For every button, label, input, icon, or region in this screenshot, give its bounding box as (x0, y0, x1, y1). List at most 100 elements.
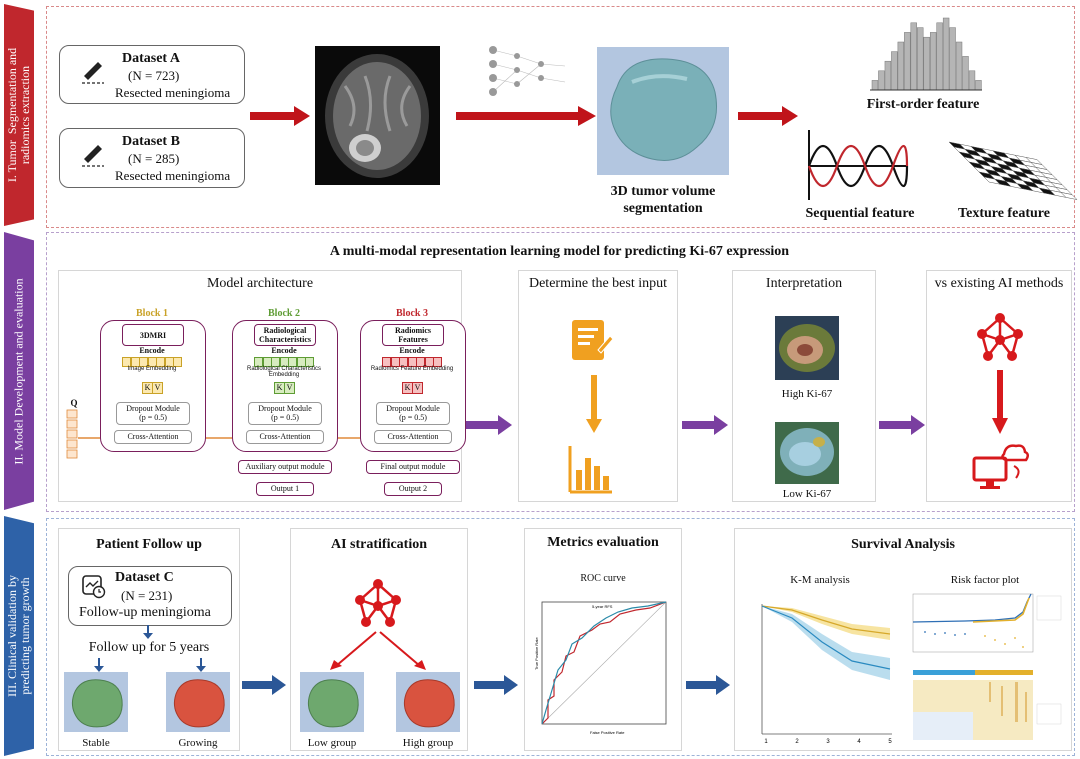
histogram-bar (929, 32, 937, 91)
segmentation-label: 3D tumor volume segmentation (610, 184, 716, 216)
arrow-down-icon (196, 658, 206, 672)
risk-factor-chart (912, 593, 1062, 740)
dataset-b-box: Dataset B (N = 285) Resected meningioma (59, 128, 245, 188)
roc-title: ROC curve (580, 573, 626, 584)
dropout-module: Dropout Module (p = 0.5) (376, 402, 450, 425)
dataset-a-name: Dataset A (122, 51, 180, 66)
checkerboard-icon (948, 141, 1078, 201)
histogram-bar (891, 51, 898, 91)
arrow-down-icon (586, 375, 602, 433)
document-edit-icon (572, 320, 614, 360)
embedding-cell (305, 357, 314, 367)
low-ki67-heatmap-image (775, 422, 839, 484)
histogram-chart (870, 17, 982, 91)
output-box: Output 1 (256, 482, 314, 496)
interpretation-title: Interpretation (765, 276, 843, 291)
mri-image (315, 46, 440, 185)
arrow-right-icon (466, 415, 512, 435)
km-x-tick: 4 (857, 739, 861, 745)
dataset-c-n: (N = 231) (121, 588, 173, 603)
arrow-right-icon (456, 106, 596, 126)
dataset-b-desc: Resected meningioma (115, 168, 231, 183)
section3-sidebar: III. Clinical validation by predicting t… (4, 516, 34, 756)
v-box: V (152, 382, 163, 394)
km-title: K-M analysis (790, 574, 850, 586)
neural-network-icon (355, 579, 401, 627)
arrow-right-icon (879, 415, 925, 435)
split-arrows-icon (330, 631, 426, 670)
follow-up-years: Follow up for 5 years (88, 640, 210, 655)
risk-title: Risk factor plot (950, 574, 1020, 586)
embedding-label: Image Embedding (127, 366, 177, 372)
output-module: Final output module (366, 460, 460, 474)
histogram-bar (955, 41, 963, 91)
block-title: Block 2 (268, 308, 300, 319)
section2-sidebar-label: II. Model Development and evaluation (11, 277, 26, 465)
model-architecture-title: Model architecture (206, 276, 314, 291)
embedding-cell (173, 357, 182, 367)
query-embedding-icon (66, 409, 78, 459)
follow-up-title: Patient Follow up (96, 537, 202, 552)
section2-sidebar: II. Model Development and evaluation (4, 232, 34, 510)
section3-panel (46, 518, 1075, 756)
cross-attention-module: Cross-Attention (374, 430, 452, 444)
existing-ai-title: vs existing AI methods (934, 276, 1064, 291)
survival-title: Survival Analysis (851, 537, 955, 552)
low-group-label: Low group (307, 737, 357, 749)
v-box: V (284, 382, 295, 394)
dropout-module: Dropout Module (p = 0.5) (116, 402, 190, 425)
high-ki67-heatmap-image (775, 316, 839, 380)
histogram-bar (923, 36, 930, 91)
ai-stratification-title: AI stratification (330, 537, 428, 552)
low-ki67-label: Low Ki-67 (782, 488, 832, 500)
arrow-down-icon (94, 658, 104, 672)
tumor-3d-image (597, 47, 729, 175)
arrow-right-icon (250, 106, 310, 126)
growing-tumor-image (166, 672, 230, 732)
roc-ylabel: True Positive Rate (534, 636, 539, 670)
cross-attention-module: Cross-Attention (246, 430, 324, 444)
low-group-tumor-image (300, 672, 364, 732)
encode-label: Encode (386, 346, 438, 356)
bar-chart-icon (568, 446, 612, 494)
embedding-label: Radiomics Feature Embedding (370, 366, 454, 372)
arrow-down-icon (143, 625, 153, 639)
histogram-bar (942, 17, 950, 91)
dataset-c-desc: Follow-up meningioma (79, 605, 211, 620)
block-input: Radiomics Features (382, 324, 444, 346)
histogram-bar (975, 80, 982, 91)
embedding-label: Radiological Characteristics Embedding (246, 366, 322, 378)
dataset-a-n: (N = 723) (128, 68, 180, 83)
section1-panel (46, 6, 1075, 228)
histogram-bar (968, 70, 976, 91)
section1-sidebar: I. Tumor Segmentation and radiomics extr… (4, 4, 34, 226)
dataset-c-name: Dataset C (115, 570, 174, 585)
roc-chart: True Positive Rate False Positive Rate 5… (534, 601, 667, 735)
section2-title: A multi-modal representation learning mo… (329, 244, 790, 259)
block-input: 3DMRI (122, 324, 184, 346)
dropout-module: Dropout Module (p = 0.5) (248, 402, 322, 425)
encode-label: Encode (258, 346, 310, 356)
histogram-bar (871, 80, 879, 91)
checker-cell (1060, 191, 1078, 201)
roc-xlabel: False Positive Rate (590, 730, 625, 735)
texture-label: Texture feature (958, 206, 1050, 221)
stable-tumor-image (64, 672, 128, 732)
section1-sidebar-label: I. Tumor Segmentation and radiomics extr… (5, 47, 32, 183)
arrow-down-icon (992, 370, 1008, 434)
neural-network-icon (977, 313, 1023, 361)
histogram-bar (884, 60, 892, 91)
cross-attention-module: Cross-Attention (114, 430, 192, 444)
high-group-label: High group (402, 737, 454, 749)
km-x-tick: 1 (764, 739, 768, 745)
best-input-box: Determine the best input (518, 270, 678, 502)
neural-network-icon (489, 46, 566, 96)
section2-panel (46, 232, 1075, 512)
computer-cloud-icon (972, 444, 1029, 489)
dataset-b-name: Dataset B (122, 134, 180, 149)
best-input-title: Determine the best input (528, 276, 668, 291)
dataset-a-desc: Resected meningioma (115, 85, 231, 100)
km-x-tick: 3 (826, 739, 830, 745)
histogram-bar (878, 70, 885, 91)
